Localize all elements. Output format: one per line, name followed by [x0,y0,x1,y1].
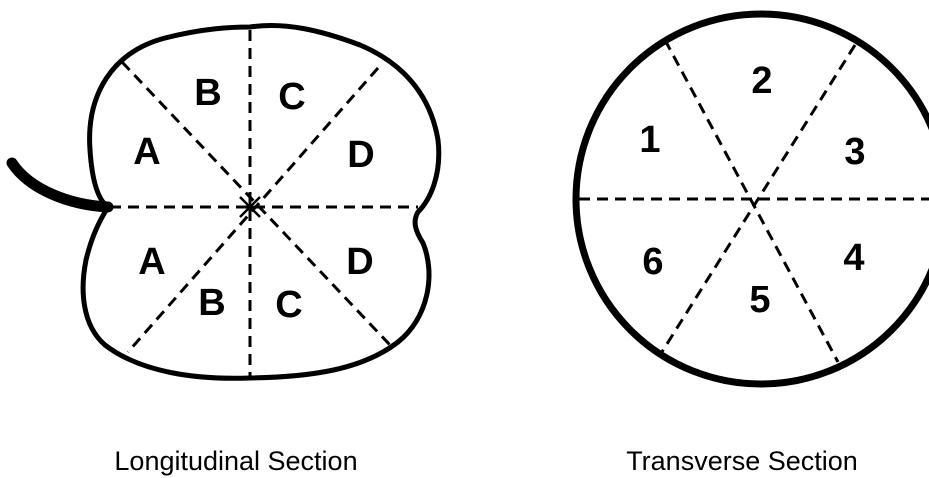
segment-label-upper-d: D [347,134,374,176]
segment-label-6: 6 [642,241,663,283]
longitudinal-caption: Longitudinal Section [114,446,357,476]
segment-label-lower-d: D [346,241,373,283]
segment-label-4: 4 [843,237,864,279]
segment-label-5: 5 [749,279,770,321]
segment-label-upper-a: A [133,131,160,173]
segment-label-lower-a: A [138,241,165,283]
core-mark [238,195,262,219]
segment-label-3: 3 [844,131,865,173]
segment-label-upper-b: B [194,72,221,114]
longitudinal-section: A B C D A B C D Longitudinal Section [12,26,439,476]
segment-label-upper-c: C [278,76,305,118]
transverse-caption: Transverse Section [626,446,858,476]
segment-label-2: 2 [751,60,772,102]
segment-label-lower-b: B [198,282,225,324]
segment-label-1: 1 [639,119,660,161]
transverse-section: 1 2 3 4 5 6 Transverse Section [576,14,929,476]
longitudinal-diagonal-nw-se [122,62,390,345]
segment-label-lower-c: C [275,284,302,326]
